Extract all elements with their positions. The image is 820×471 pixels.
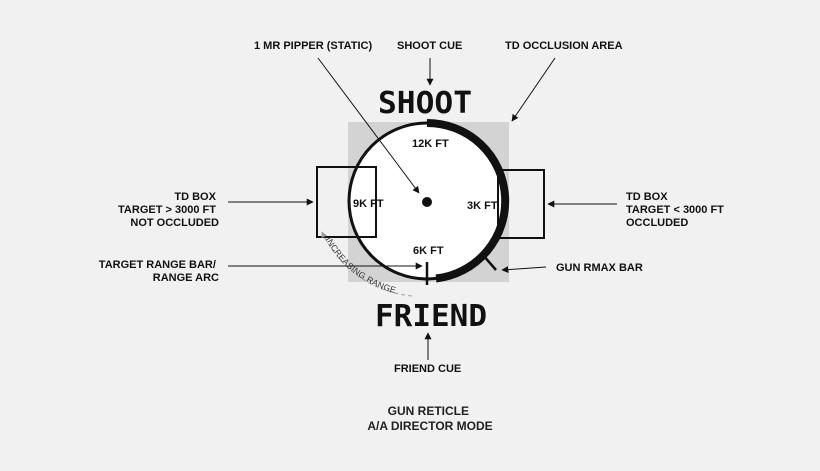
range-label-6k: 6K FT — [413, 245, 444, 257]
range-label-9k: 9K FT — [353, 198, 384, 210]
callout-shoot-cue: SHOOT CUE — [397, 40, 462, 52]
td-box-right — [497, 169, 545, 239]
arrow-td-occlusion — [511, 57, 556, 122]
caption: GUN RETICLE A/A DIRECTOR MODE — [367, 404, 492, 433]
shoot-cue-text: SHOOT — [378, 86, 472, 121]
callout-friend-cue: FRIEND CUE — [394, 363, 461, 375]
callout-pipper: 1 MR PIPPER (STATIC) — [254, 40, 372, 52]
callout-td-box-right: TD BOX TARGET < 3000 FT OCCLUDED — [626, 191, 727, 229]
callout-td-occlusion: TD OCCLUSION AREA — [505, 40, 623, 52]
range-label-3k: 3K FT — [467, 200, 498, 212]
callout-range-bar: TARGET RANGE BAR/ RANGE ARC — [99, 259, 219, 284]
range-label-12k: 12K FT — [412, 138, 449, 150]
range-arc — [426, 118, 510, 283]
callout-td-box-left: TD BOX TARGET > 3000 FT NOT OCCLUDED — [118, 191, 219, 229]
arrow-gun-rmax — [501, 266, 547, 274]
increasing-range-arc — [321, 231, 413, 297]
td-box-left — [316, 166, 377, 238]
gun-rmax-bar — [482, 254, 497, 271]
friend-cue-text: FRIEND — [375, 299, 487, 334]
pipper-dot — [422, 197, 432, 207]
arrow-pipper — [317, 57, 420, 194]
callout-gun-rmax: GUN RMAX BAR — [556, 262, 643, 274]
